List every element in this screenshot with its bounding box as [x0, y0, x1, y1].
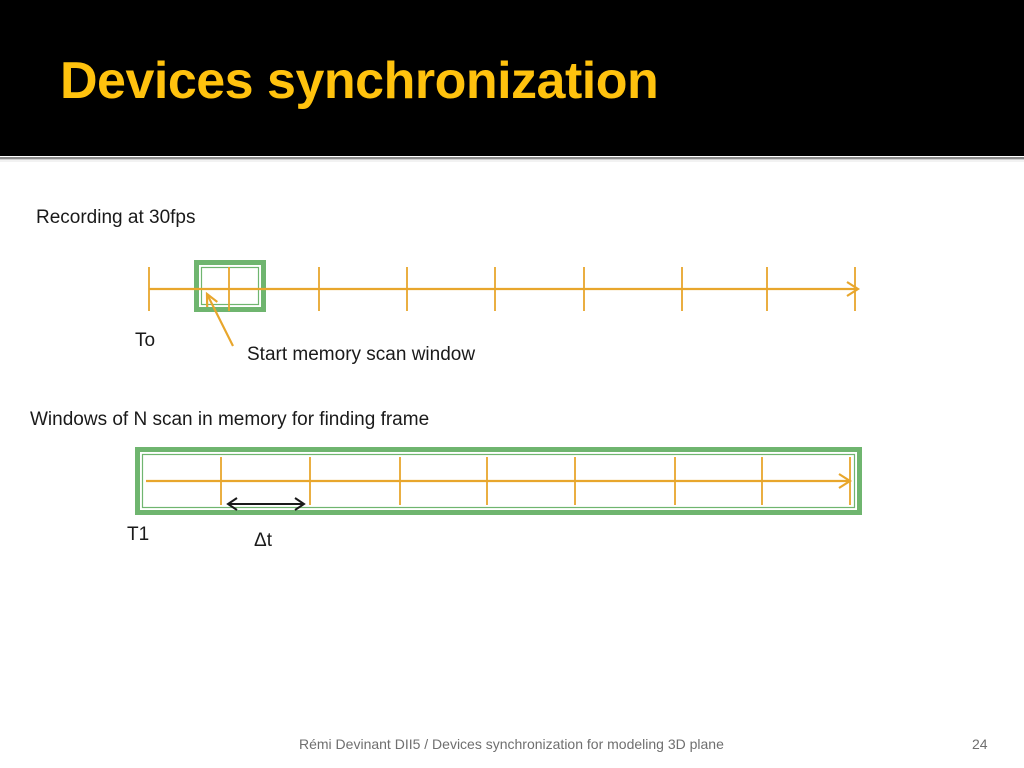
- page-title: Devices synchronization: [60, 52, 659, 110]
- memory-scan-window-box: [194, 260, 266, 312]
- header-divider: [0, 155, 1024, 162]
- label-delta-t: Δt: [254, 530, 272, 551]
- label-t1: T1: [127, 524, 150, 545]
- footer-page-number: 24: [972, 736, 988, 752]
- timeline-top-arrowhead: [846, 281, 861, 297]
- timeline-top: [148, 260, 861, 347]
- timeline-top-ticks: [148, 267, 856, 311]
- label-t0: To: [135, 330, 156, 351]
- caption-recording-rate: Recording at 30fps: [36, 207, 196, 228]
- caption-start-memory-scan-window: Start memory scan window: [247, 344, 476, 365]
- timeline-bottom: [135, 447, 862, 515]
- timeline-bottom-arrowhead: [838, 473, 853, 489]
- memory-window-box: [135, 447, 862, 515]
- footer-attribution: Rémi Devinant DII5 / Devices synchroniza…: [299, 736, 724, 752]
- delta-t-double-arrow: [226, 497, 306, 511]
- caption-windows-of-n-scan: Windows of N scan in memory for finding …: [30, 409, 430, 430]
- slide-header-bar: [0, 0, 1024, 155]
- pointer-arrow-to-window: [205, 291, 234, 347]
- timeline-bottom-ticks: [220, 457, 851, 505]
- memory-window-box-inner: [141, 453, 856, 509]
- memory-scan-window-box-inner: [200, 266, 260, 306]
